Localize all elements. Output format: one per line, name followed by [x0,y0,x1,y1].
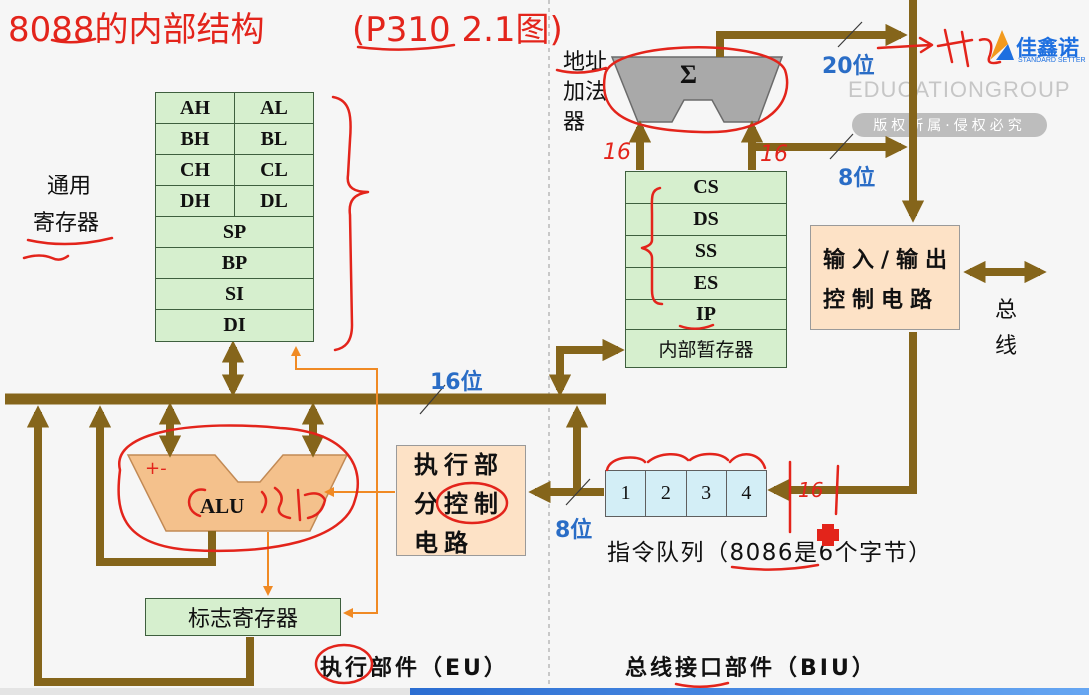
register-ch: CH [180,158,210,181]
external-bus-label-line1: 总 [995,298,1018,323]
general-register-file: AH AL BH BL CH CL DH DL SP BP SI DI [155,92,314,342]
register-ss: SS [694,240,718,262]
eu-control-line3: 电路 [414,529,474,557]
io-to-queue [767,332,917,502]
register-row-bx: BH BL [156,124,313,155]
register-ip: IP [696,303,716,325]
queue-cell: 4 [725,471,766,516]
register-bh: BH [180,127,210,150]
bottom-strip-blue [410,688,1089,695]
register-di: DI [223,314,246,336]
register-al: AL [234,93,313,123]
segment-row-ds: DS [626,204,786,236]
page-title: 8088的内部结构 [8,10,265,50]
register-ds: DS [693,208,719,230]
segment-row-ss: SS [626,236,786,268]
segment-row-temp: 内部暂存器 [626,330,786,367]
general-registers-label-line1: 通用 [47,174,92,199]
eu-control-line1: 执行部 [414,451,504,479]
register-ah: AH [180,96,210,119]
segment-row-ip: IP [626,300,786,330]
logo-tagline: STANDARD SETTER [1018,57,1086,64]
register-cl: CL [234,155,313,185]
bus-width-data: 8位 [838,166,876,191]
bus-width-queue: 8位 [555,518,593,543]
flags-register-link [291,346,378,618]
register-row-cx: CH CL [156,155,313,186]
logo-icon [990,30,1014,60]
width-slash-8bit-queue [565,478,591,506]
io-control-circuit: 输入/输出 控制电路 [810,225,960,330]
register-dl: DL [234,186,313,216]
register-row-ax: AH AL [156,93,313,124]
width-slash-20bit [837,21,863,48]
segment-row-es: ES [626,268,786,300]
eu-control-circuit: 执行部 分控制 电路 [396,445,526,557]
bus-width-internal: 16位 [430,370,483,395]
register-si: SI [225,282,244,305]
register-sp: SP [222,220,247,243]
watermark-text: EDUCATIONGROUP [848,77,1071,102]
note-queue-width: 16 [798,478,824,502]
logo-name: 佳鑫诺 [1016,36,1079,60]
queue-cell: 2 [645,471,685,516]
internal-temp-register: 内部暂存器 [658,339,754,361]
register-row-sp: SP [156,217,313,248]
bus-width-address: 20位 [822,54,875,79]
queue-cell: 3 [685,471,726,516]
io-control-line1: 输入/输出 [823,248,955,273]
register-row-dx: DH DL [156,186,313,217]
register-row-di: DI [156,310,313,341]
register-row-si: SI [156,279,313,310]
flags-register: 标志寄存器 [145,598,341,636]
register-dh: DH [180,189,210,212]
queue-cell: 1 [620,482,631,504]
instruction-queue: 1 2 3 4 [605,470,767,517]
bottom-strip-left [0,688,410,695]
instruction-queue-caption: 指令队列（8086是6个字节） [607,540,933,566]
segment-register-file: CS DS SS ES IP 内部暂存器 [625,171,787,368]
io-control-line2: 控制电路 [823,288,940,313]
address-adder-shape [610,56,784,123]
note-adder-input-right: 16 [760,142,788,167]
segment-row-cs: CS [626,172,786,204]
page-title-reference: (P310 2.1图) [352,10,563,50]
register-bp: BP [221,251,248,274]
width-slash-8bit-data [829,133,854,160]
note-alu-operations: +- [145,458,167,479]
width-slash-16bit [419,384,446,415]
address-adder-label-line1: 地址 [563,50,608,75]
register-es: ES [693,272,719,294]
note-adder-input-left: 16 [603,140,631,165]
eu-control-line2: 分控制 [414,490,504,518]
address-adder-label-line2: 加法 [563,80,608,105]
register-bl: BL [234,124,313,154]
biu-section-label: 总线接口部件（BIU） [625,656,877,681]
general-registers-label-line2: 寄存器 [33,211,100,236]
segment-temp-bus-link [548,338,625,397]
register-row-bp: BP [156,248,313,279]
eu-section-label: 执行部件（EU） [320,656,509,681]
alu-label: ALU [200,494,245,518]
address-adder-label-line3: 器 [563,110,586,135]
external-bus-label-line2: 线 [995,334,1018,359]
register-cs: CS [693,176,719,198]
adder-sigma-symbol: Σ [680,60,697,89]
flags-to-bus [26,405,254,686]
